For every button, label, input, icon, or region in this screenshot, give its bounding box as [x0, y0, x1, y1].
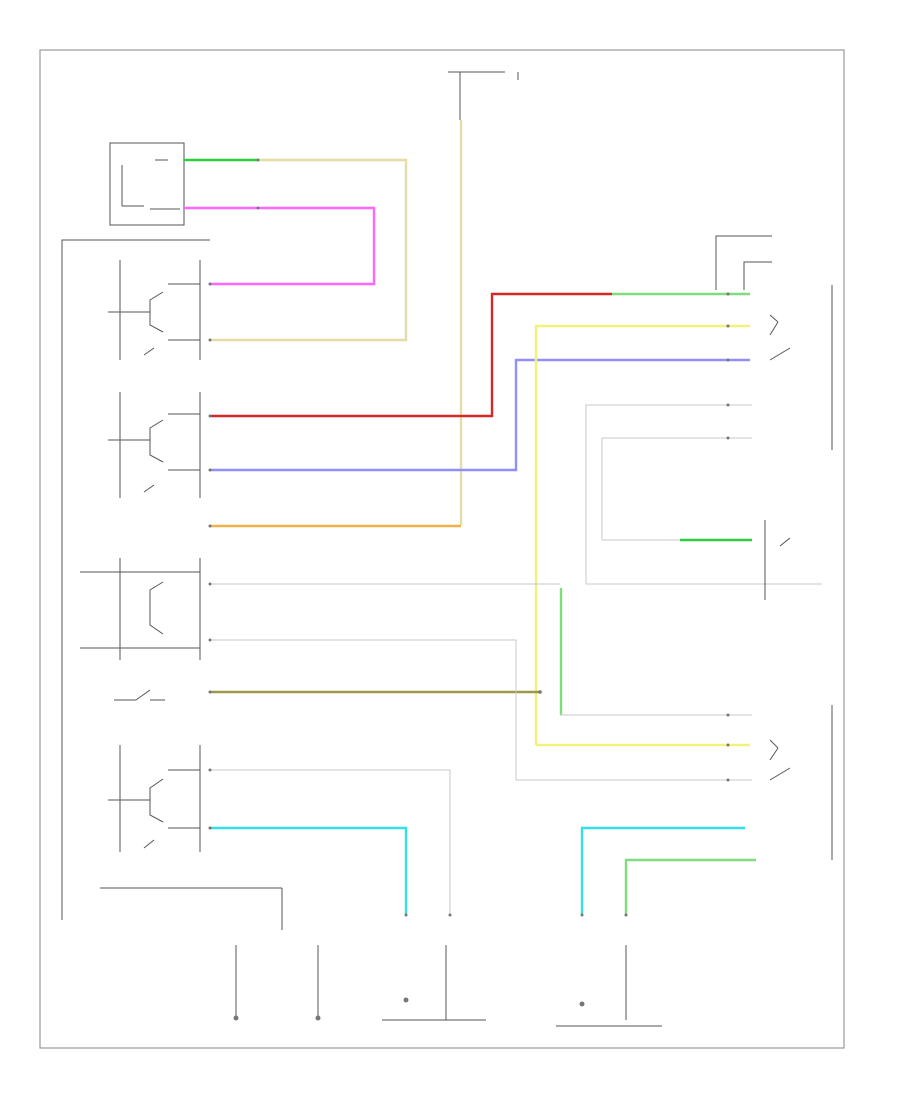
switch-group-4 — [108, 745, 201, 852]
lr-door-switch — [764, 520, 791, 600]
wire-lightgreen-right — [624, 858, 756, 915]
lock-switch — [114, 689, 165, 701]
rf-lamp — [315, 945, 321, 1021]
switch-group-2 — [108, 392, 201, 498]
lf-motor — [382, 945, 486, 1021]
master-switch-bracket — [61, 239, 283, 930]
wire-yellow-top — [534, 324, 750, 745]
wire-gray-6 — [601, 437, 752, 541]
top-module — [109, 142, 185, 226]
wire-gray-4 — [210, 769, 451, 915]
rf-door-switch — [715, 235, 833, 450]
lf-lamp — [233, 945, 239, 1021]
diagram-frame — [39, 49, 845, 1049]
wire-gray-5 — [585, 404, 822, 585]
fuse-block — [448, 71, 519, 120]
connector-dots — [208, 158, 730, 917]
wire-red — [210, 292, 612, 418]
wire-pink — [184, 206, 376, 286]
wire-tan-1 — [210, 158, 408, 342]
switch-group-3 — [80, 558, 201, 660]
rr-door-switch — [769, 705, 833, 860]
wire-blue — [210, 358, 750, 472]
wire-gray-2 — [210, 639, 752, 781]
switch-group-1 — [108, 260, 201, 360]
wire-cyan-left — [210, 826, 408, 915]
wire-cyan-right — [580, 826, 745, 915]
rf-motor — [556, 945, 662, 1027]
